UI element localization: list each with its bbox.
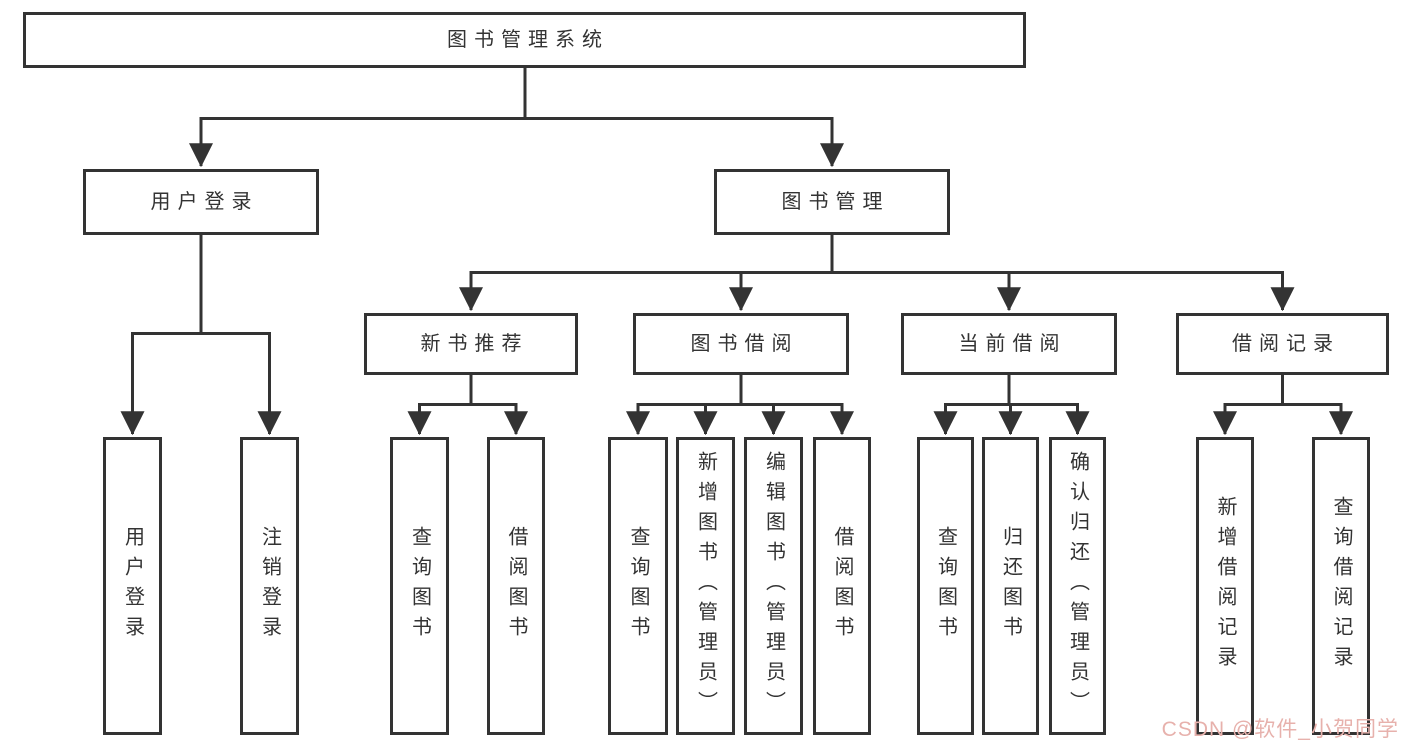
node-label: 当前借阅 bbox=[958, 333, 1067, 355]
node-label: 编辑图书（管理员） bbox=[762, 451, 785, 721]
leaf-add-book-admin: 新增图书（管理员） bbox=[676, 437, 735, 735]
leaf-add-borrow-record: 新增借阅记录 bbox=[1196, 437, 1254, 735]
leaf-logout: 注销登录 bbox=[240, 437, 299, 735]
node-book-management: 图书管理 bbox=[714, 169, 950, 235]
node-current-borrowing: 当前借阅 bbox=[901, 313, 1117, 375]
node-label: 查询图书 bbox=[934, 526, 957, 646]
node-label: 查询借阅记录 bbox=[1330, 496, 1352, 676]
node-label: 借阅记录 bbox=[1232, 333, 1340, 355]
leaf-edit-book-admin: 编辑图书（管理员） bbox=[744, 437, 803, 735]
node-label: 图书借阅 bbox=[690, 333, 799, 355]
node-label: 用户登录 bbox=[121, 526, 144, 646]
node-label: 注销登录 bbox=[258, 526, 281, 646]
node-label: 新书推荐 bbox=[420, 333, 529, 355]
leaf-query-borrow-record: 查询借阅记录 bbox=[1312, 437, 1370, 735]
leaf-borrow-books-borrowing: 借阅图书 bbox=[813, 437, 871, 735]
leaf-confirm-return-admin: 确认归还（管理员） bbox=[1049, 437, 1106, 735]
node-label: 新增图书（管理员） bbox=[694, 451, 717, 721]
leaf-borrow-books-recommend: 借阅图书 bbox=[487, 437, 545, 735]
leaf-query-books-borrowing: 查询图书 bbox=[608, 437, 668, 735]
node-label: 借阅图书 bbox=[831, 526, 853, 646]
leaf-user-login: 用户登录 bbox=[103, 437, 162, 735]
leaf-query-books-recommend: 查询图书 bbox=[390, 437, 449, 735]
node-label: 新增借阅记录 bbox=[1214, 496, 1236, 676]
node-label: 归还图书 bbox=[999, 526, 1022, 646]
node-borrowing-records: 借阅记录 bbox=[1176, 313, 1389, 375]
node-book-borrowing: 图书借阅 bbox=[633, 313, 849, 375]
leaf-return-book: 归还图书 bbox=[982, 437, 1039, 735]
csdn-watermark: CSDN @软件_小贺同学 bbox=[1161, 718, 1399, 741]
node-label: 确认归还（管理员） bbox=[1066, 451, 1089, 721]
node-label: 查询图书 bbox=[408, 526, 431, 646]
node-label: 图书管理系统 bbox=[447, 29, 609, 51]
node-label: 借阅图书 bbox=[505, 526, 527, 646]
node-label: 用户登录 bbox=[150, 191, 259, 213]
node-user-login: 用户登录 bbox=[83, 169, 319, 235]
node-new-book-recommendation: 新书推荐 bbox=[364, 313, 578, 375]
node-label: 图书管理 bbox=[781, 191, 890, 213]
node-root: 图书管理系统 bbox=[23, 12, 1026, 68]
leaf-query-books-current: 查询图书 bbox=[917, 437, 974, 735]
node-label: 查询图书 bbox=[627, 526, 649, 646]
